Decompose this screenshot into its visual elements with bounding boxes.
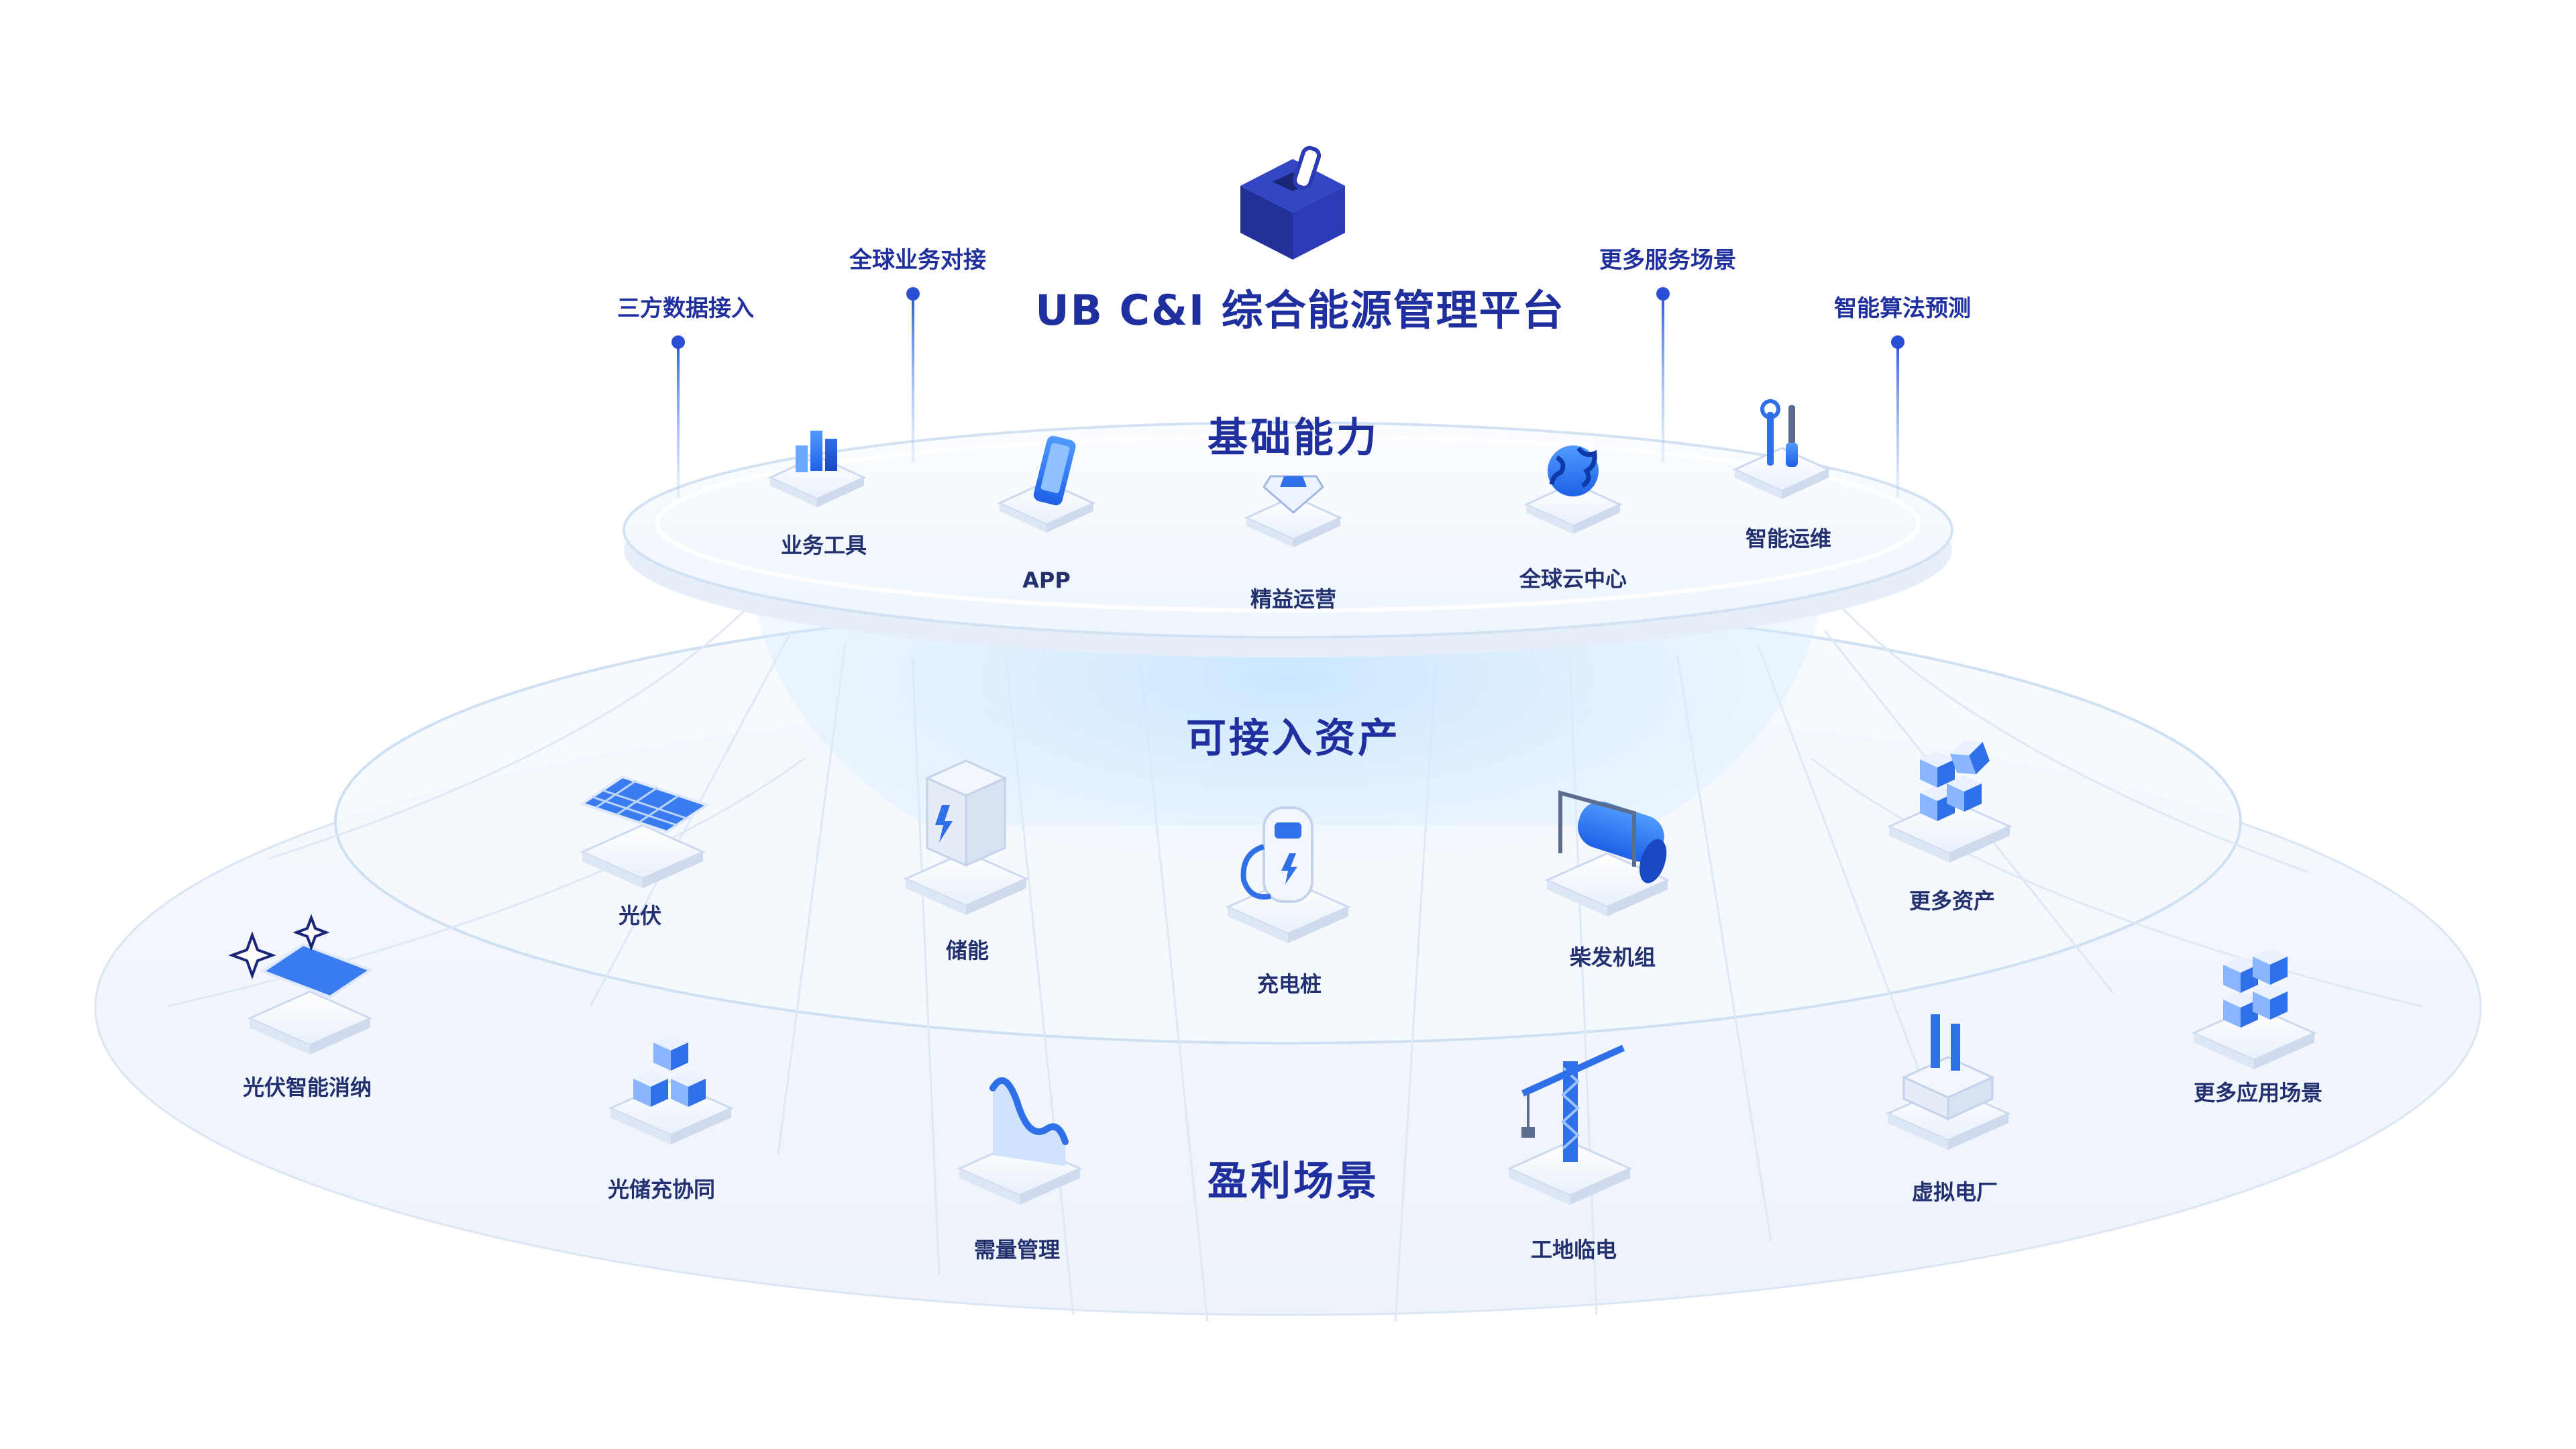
- platform-title: UB C&I 综合能源管理平台: [1035, 286, 1565, 335]
- basic-tier-rim: [655, 434, 1921, 612]
- asset-item-label: 柴发机组: [1569, 945, 1656, 970]
- mobile-app-icon: [997, 435, 1096, 533]
- basic-item-label: 全球云中心: [1519, 566, 1627, 592]
- toolbox-icon: [1240, 146, 1345, 260]
- scenario-item-label: 虚拟电厂: [1911, 1179, 1998, 1205]
- scenario-item-label: 光伏智能消纳: [242, 1075, 372, 1100]
- diamond-icon: [1244, 475, 1343, 547]
- assets-tier-title: 可接入资产: [1186, 715, 1401, 762]
- callout-more-services: 更多服务场景: [1599, 247, 1736, 274]
- callout-global-business: 全球业务对接: [849, 247, 986, 274]
- battery-cabinet-icon: [903, 759, 1029, 915]
- curve-chart-icon: [957, 1077, 1083, 1205]
- factory-icon: [1885, 1014, 2011, 1150]
- asset-item-label: 充电桩: [1256, 971, 1322, 997]
- asset-item-label: 更多资产: [1909, 888, 1996, 914]
- scenarios-tier-title: 盈利场景: [1208, 1158, 1379, 1205]
- scenario-item-label: 需量管理: [973, 1237, 1061, 1263]
- cubes-icon: [608, 1034, 734, 1144]
- scenario-item-label: 工地临电: [1530, 1237, 1617, 1263]
- asset-item-label: 光伏: [618, 903, 662, 928]
- solar-panel-icon: [579, 775, 710, 888]
- callout-third-party-data: 三方数据接入: [617, 295, 754, 322]
- solar-sparkle-icon: [228, 914, 374, 1055]
- callout-smart-prediction: 智能算法预测: [1834, 295, 1971, 322]
- tools-icon: [1732, 399, 1831, 499]
- charging-pile-icon: [1225, 806, 1351, 943]
- business-tools-icon: [767, 431, 867, 507]
- tower-crane-icon: [1507, 1044, 1633, 1205]
- scenario-item-label: 光储充协同: [607, 1177, 716, 1202]
- basic-item-label: APP: [1022, 568, 1071, 593]
- diesel-generator-icon: [1544, 790, 1670, 916]
- basic-item-label: 业务工具: [780, 533, 867, 558]
- more-scenarios-cubes-icon: [2191, 949, 2317, 1069]
- basic-item-label: 智能运维: [1745, 526, 1832, 551]
- more-assets-cubes-icon: [1886, 740, 2012, 863]
- scenario-item-label: 更多应用场景: [2193, 1080, 2323, 1106]
- glow-funnel: [751, 590, 1825, 825]
- callout-connectors: [672, 287, 1904, 498]
- globe-icon: [1523, 445, 1623, 534]
- basic-tier-title: 基础能力: [1208, 415, 1379, 462]
- basic-item-label: 精益运营: [1250, 586, 1337, 612]
- asset-item-label: 储能: [945, 938, 989, 963]
